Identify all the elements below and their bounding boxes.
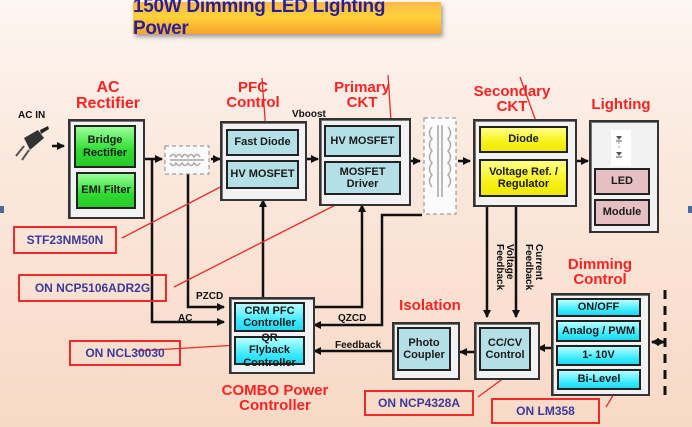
lighting-label: Lighting	[591, 96, 651, 113]
wire-pzcd	[186, 174, 225, 311]
part-ncp5106adr2g: ON NCP5106ADR2G	[18, 274, 167, 302]
module-block: Module	[594, 199, 650, 226]
dimming-control-label: Dimming Control	[567, 256, 633, 288]
qr-flyback-controller-block: QR Flyback Controller	[234, 332, 305, 369]
bridge-rectifier-block: Bridge Rectifier	[74, 125, 136, 168]
led-block: LED	[594, 168, 650, 195]
fast-diode-block: Fast Diode	[226, 129, 299, 156]
part-ncp4328a: ON NCP4328A	[364, 390, 474, 416]
dim-1-10v-block: 1- 10V	[556, 345, 641, 366]
pointer-ncp5106	[173, 191, 362, 288]
transformer-icon	[423, 117, 457, 215]
pfc-control-label: PFC Control	[226, 79, 280, 111]
voltage-regulator-block: Voltage Ref. / Regulator	[479, 159, 568, 197]
primary-ckt-label: Primary CKT	[334, 79, 390, 111]
pzcd-label: PZCD	[196, 291, 224, 302]
part-stf23nm50n: STF23NM50N	[13, 226, 117, 254]
dim-analog-pwm-block: Analog / PWM	[556, 320, 641, 342]
dim-bi-level-block: Bi-Level	[557, 369, 641, 390]
voltage-feedback-label: Voltage Feedback	[494, 244, 515, 291]
photo-coupler-block: Photo Coupler	[397, 327, 451, 371]
current-feedback-label: Current Feedback	[523, 244, 544, 291]
common-mode-choke-icon	[164, 145, 210, 175]
combo-controller-label: COMBO Power Controller	[221, 382, 329, 414]
part-ncl30030: ON NCL30030	[69, 340, 181, 366]
vboost-label: Vboost	[292, 109, 326, 120]
page-title: 150W Dimming LED Lighting Power	[133, 0, 441, 39]
dim-onoff-block: ON/OFF	[556, 298, 641, 317]
primary-hv-mosfet-block: HV MOSFET	[324, 125, 401, 157]
diode-block: Diode	[479, 126, 568, 153]
crm-pfc-controller-block: CRM PFC Controller	[234, 302, 305, 332]
power-plug-icon	[15, 126, 49, 161]
qzcd-label: QZCD	[338, 313, 367, 324]
part-lm358: ON LM358	[491, 398, 600, 424]
wire-qzcd	[313, 213, 422, 329]
secondary-ckt-label: Secondary CKT	[473, 83, 551, 115]
led-diode-icon	[611, 130, 631, 166]
ac-signal-label: AC	[178, 313, 193, 324]
isolation-label: Isolation	[399, 297, 461, 314]
ac-in-label: AC IN	[18, 110, 46, 121]
pfc-hv-mosfet-block: HV MOSFET	[226, 160, 299, 189]
pointer-secondary	[519, 76, 539, 128]
ac-rectifier-label: AC Rectifier	[75, 79, 141, 112]
wire-ac	[150, 159, 225, 326]
wire-crm-driver	[305, 204, 366, 309]
emi-filter-block: EMI Filter	[76, 172, 136, 209]
pointer-stf23nm50n	[121, 180, 233, 239]
left-edge-marker	[0, 206, 4, 213]
cccv-control-block: CC/CV Control	[479, 327, 531, 371]
feedback-label: Feedback	[335, 340, 382, 351]
right-edge-marker	[688, 206, 692, 213]
mosfet-driver-block: MOSFET Driver	[324, 161, 401, 195]
pointer-ncl30030	[135, 344, 239, 352]
